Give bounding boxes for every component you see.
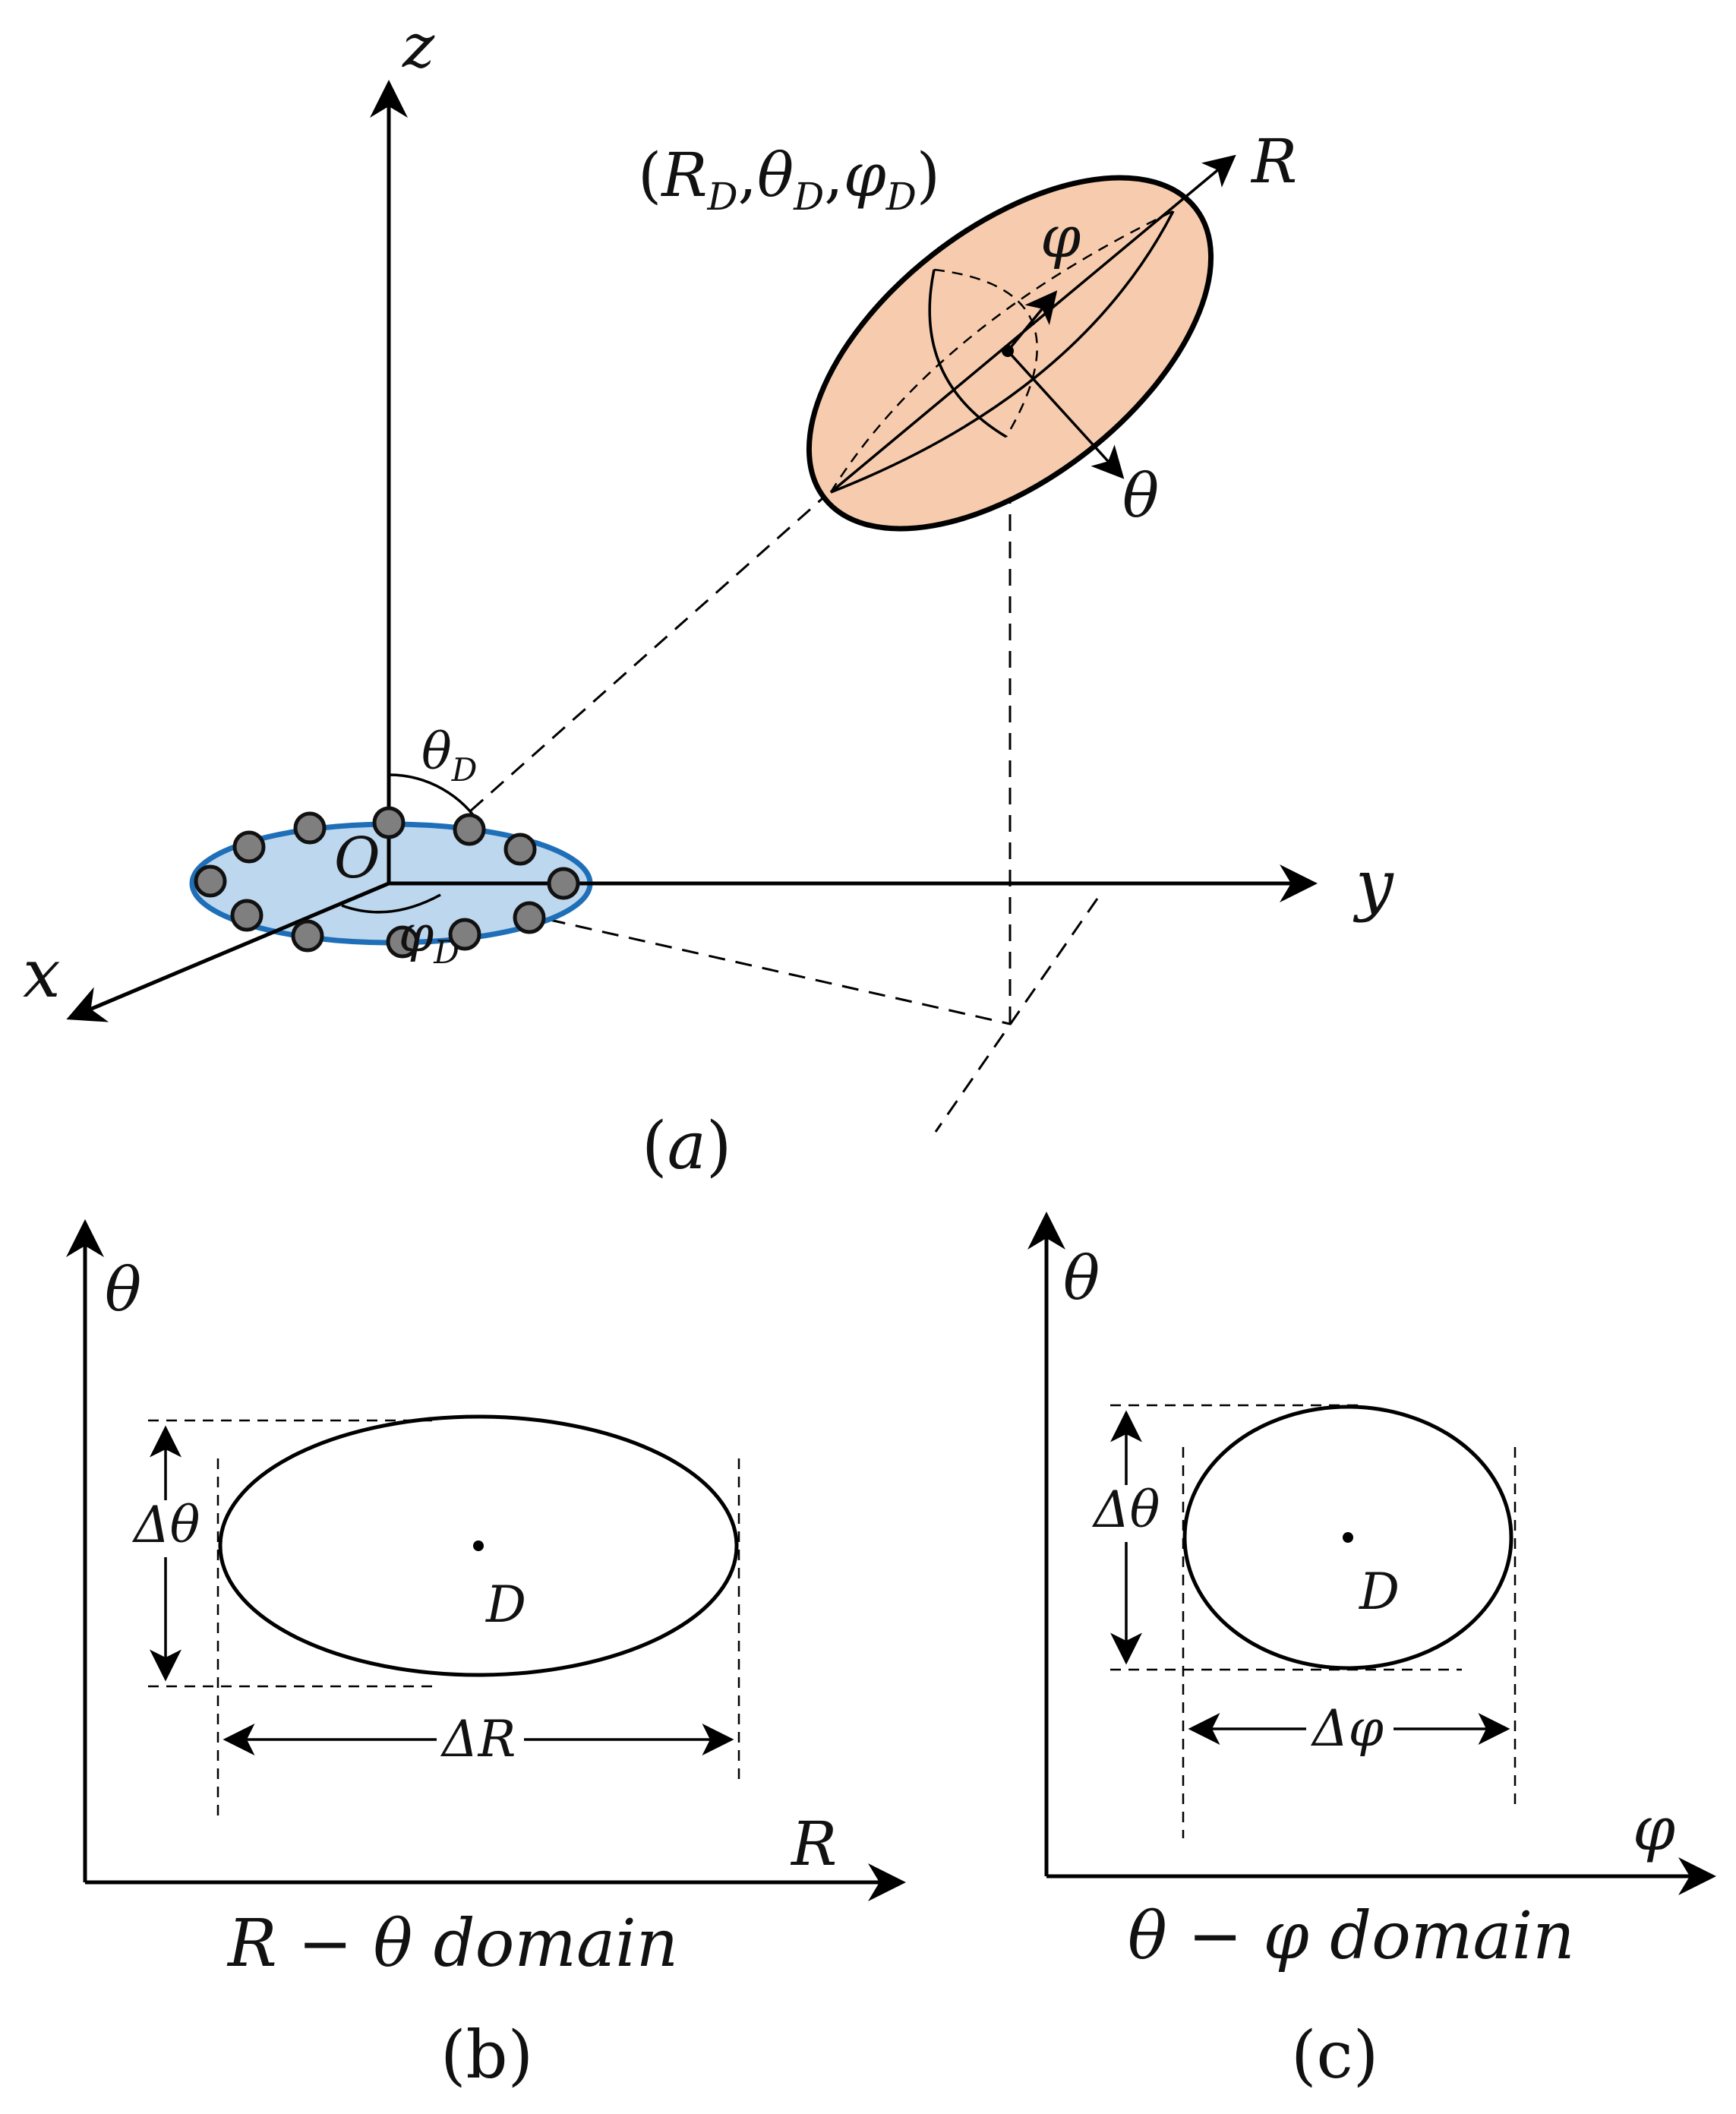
x-axis: [66, 881, 390, 1022]
caption-b: (b): [440, 2018, 533, 2093]
b-theta-axis-label: θ: [105, 1254, 141, 1325]
r-axis-label: R: [1250, 126, 1297, 197]
b-delta-r-label: ΔR: [440, 1710, 516, 1768]
array-element: [291, 919, 324, 953]
c-phi-axis-label: φ: [1633, 1793, 1675, 1864]
array-element: [386, 925, 419, 959]
theta-direction-arrow: [1006, 349, 1125, 479]
array-element: [448, 918, 481, 951]
array-element: [232, 830, 266, 864]
caption-a: (a): [642, 1108, 731, 1184]
array-element: [513, 901, 546, 934]
b-center-dot: [473, 1540, 484, 1551]
theta-local-label: θ: [1122, 460, 1159, 531]
panel-c: Δθ Δφ D θ φ θ − φ domain (c): [1027, 1212, 1716, 2093]
array-element: [453, 813, 486, 846]
projection-floor-dashed: [388, 882, 1011, 1025]
c-theta-axis-label: θ: [1063, 1243, 1100, 1313]
panel-a: z y x O R φ θ (RD,θD,φD) θD φD (a): [23, 11, 1394, 1184]
y-axis-label: y: [1353, 845, 1394, 924]
panel-b: Δθ ΔR D θ R R − θ domain (b): [66, 1219, 906, 2093]
c-center-dot: [1343, 1532, 1353, 1543]
array-element: [372, 806, 406, 839]
phi-local-label: φ: [1040, 203, 1081, 270]
b-r-axis-label: R: [790, 1809, 837, 1879]
c-domain-title: θ − φ domain: [1128, 1898, 1575, 1974]
b-domain-title: R − θ domain: [226, 1906, 678, 1982]
phi-direction-arrow: [1006, 290, 1058, 352]
projection-y-parallel-dashed: [934, 898, 1099, 1133]
array-element: [293, 811, 327, 845]
phi-d-label: φD: [399, 905, 459, 971]
c-delta-theta-label: Δθ: [1091, 1480, 1160, 1539]
target-coordinate-label: (RD,θD,φD): [638, 140, 940, 219]
b-center-label: D: [485, 1575, 526, 1634]
c-delta-phi-label: Δφ: [1310, 1699, 1384, 1758]
array-element: [194, 864, 227, 898]
b-resolution-ellipse: [218, 1414, 739, 1677]
array-element: [547, 867, 580, 900]
origin-label: O: [334, 826, 380, 891]
array-element: [503, 833, 537, 866]
theta-d-label: θD: [421, 722, 477, 788]
caption-c: (c): [1291, 2018, 1378, 2093]
z-axis-label: z: [402, 11, 435, 81]
c-resolution-ellipse: [1182, 1405, 1513, 1670]
target-ellipsoid: [806, 154, 1236, 532]
b-delta-theta-label: Δθ: [131, 1496, 200, 1554]
c-center-label: D: [1359, 1563, 1400, 1621]
array-element: [230, 899, 264, 932]
array-elements: [194, 806, 580, 959]
x-axis-label: x: [23, 934, 61, 1013]
phi-d-arc: [341, 893, 441, 914]
